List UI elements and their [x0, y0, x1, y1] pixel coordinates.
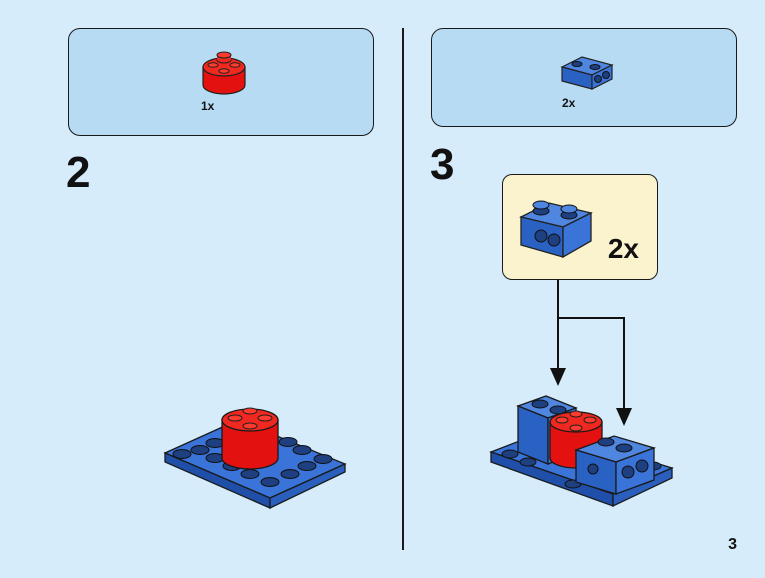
step-3-number: 3: [430, 140, 455, 189]
step-2-part-qty: 1x: [201, 99, 215, 113]
callout-qty: 2x: [607, 233, 639, 264]
step-2-number: 2: [66, 148, 91, 197]
step-3-parts-box: 2x: [431, 28, 737, 127]
placement-arrows: [550, 280, 632, 426]
arrow-head-right: [616, 408, 632, 426]
arrow-head-left: [550, 368, 566, 386]
step-2-parts-box: 1x: [68, 28, 374, 136]
red-round-brick-2x2-icon: [202, 51, 246, 95]
step-3-part-qty: 2x: [562, 96, 576, 110]
page-number: 3: [728, 536, 737, 553]
submodel-callout: 2x: [502, 174, 658, 280]
step-divider: [402, 28, 404, 550]
blue-brick-1x2-with-holes-icon: [560, 56, 614, 90]
blue-brick-1x2-with-holes-icon: [519, 200, 593, 259]
step-3-model-illustration: [489, 395, 674, 508]
step-2-model-illustration: [163, 407, 347, 510]
